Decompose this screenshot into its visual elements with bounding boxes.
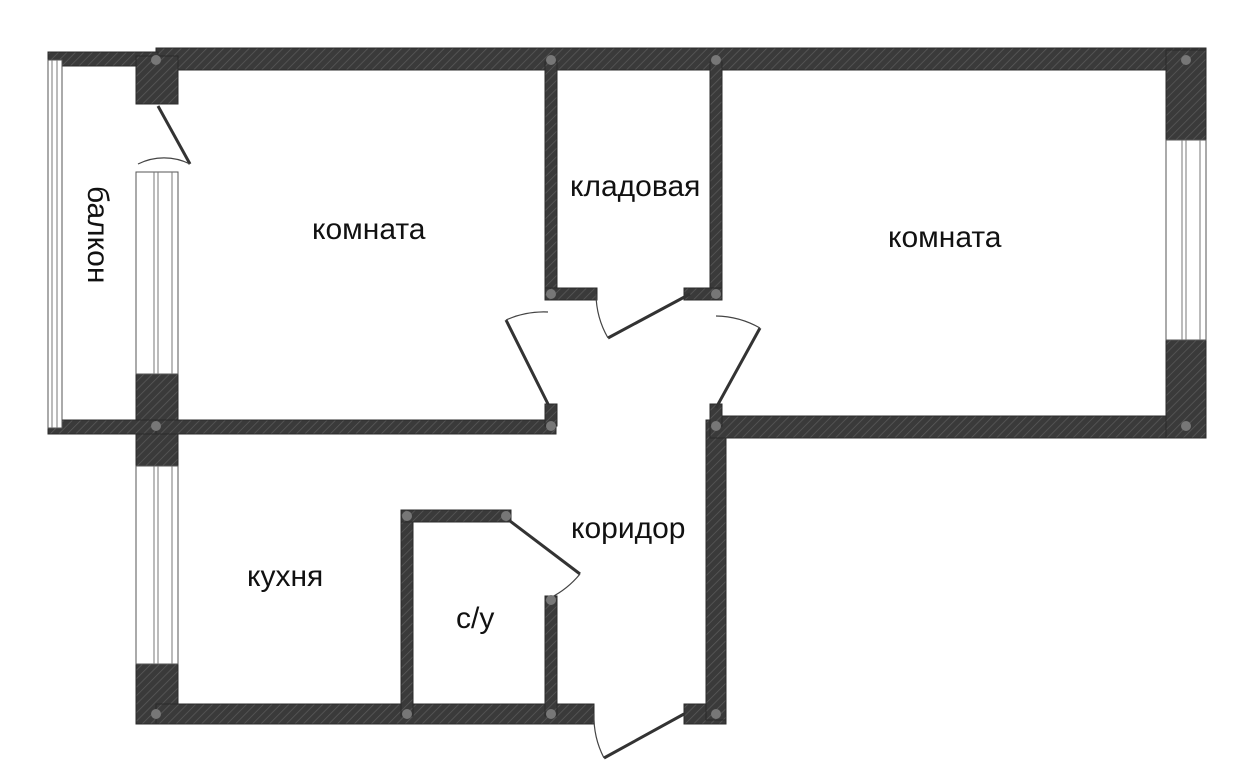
structure-nodes — [151, 55, 1191, 719]
entrance-door — [593, 712, 685, 760]
node — [546, 55, 556, 65]
right-room-window — [1165, 139, 1207, 341]
wall-room-kitchen — [155, 419, 557, 435]
node — [1181, 421, 1191, 431]
node — [151, 709, 161, 719]
wall-storage-right — [709, 61, 723, 299]
wall-bathroom-right — [544, 595, 558, 717]
node — [402, 709, 412, 719]
node — [546, 421, 556, 431]
wall-right-room-bottom — [709, 415, 1207, 439]
label-kitchen: кухня — [247, 560, 323, 593]
doors — [504, 292, 762, 760]
label-room-right: комната — [888, 221, 1002, 254]
node — [711, 421, 721, 431]
left-room-door — [504, 311, 550, 405]
node — [151, 421, 161, 431]
room-labels: комната комната кладовая коридор кухня с… — [81, 170, 1002, 635]
wall-corridor-right — [705, 419, 727, 721]
wall-storage-left — [544, 61, 558, 299]
node — [151, 55, 161, 65]
node — [711, 289, 721, 299]
kitchen-window — [135, 465, 179, 665]
wall-bathroom-left — [400, 509, 414, 717]
node — [711, 709, 721, 719]
storage-door — [595, 292, 691, 340]
windows — [47, 59, 1207, 665]
label-storage: кладовая — [570, 170, 700, 203]
node — [1181, 55, 1191, 65]
node — [402, 511, 412, 521]
right-room-door — [714, 315, 762, 409]
wall-storage-bottom-left — [544, 287, 598, 301]
node — [546, 289, 556, 299]
node — [501, 511, 511, 521]
label-room-left: комната — [312, 213, 426, 246]
node — [546, 595, 556, 605]
balcony-door — [137, 105, 192, 165]
wall-bottom — [155, 703, 595, 725]
balcony-window — [47, 59, 63, 429]
wall-bathroom-top — [400, 509, 512, 523]
label-balcony: балкон — [81, 186, 114, 283]
wall-top — [155, 47, 1207, 71]
node — [711, 55, 721, 65]
label-corridor: коридор — [571, 512, 685, 545]
walls — [47, 47, 1207, 725]
wall-balcony-bottom — [47, 419, 159, 435]
label-bathroom: с/у — [456, 602, 494, 635]
bathroom-door — [505, 516, 581, 599]
node — [546, 709, 556, 719]
left-room-window — [135, 171, 179, 375]
